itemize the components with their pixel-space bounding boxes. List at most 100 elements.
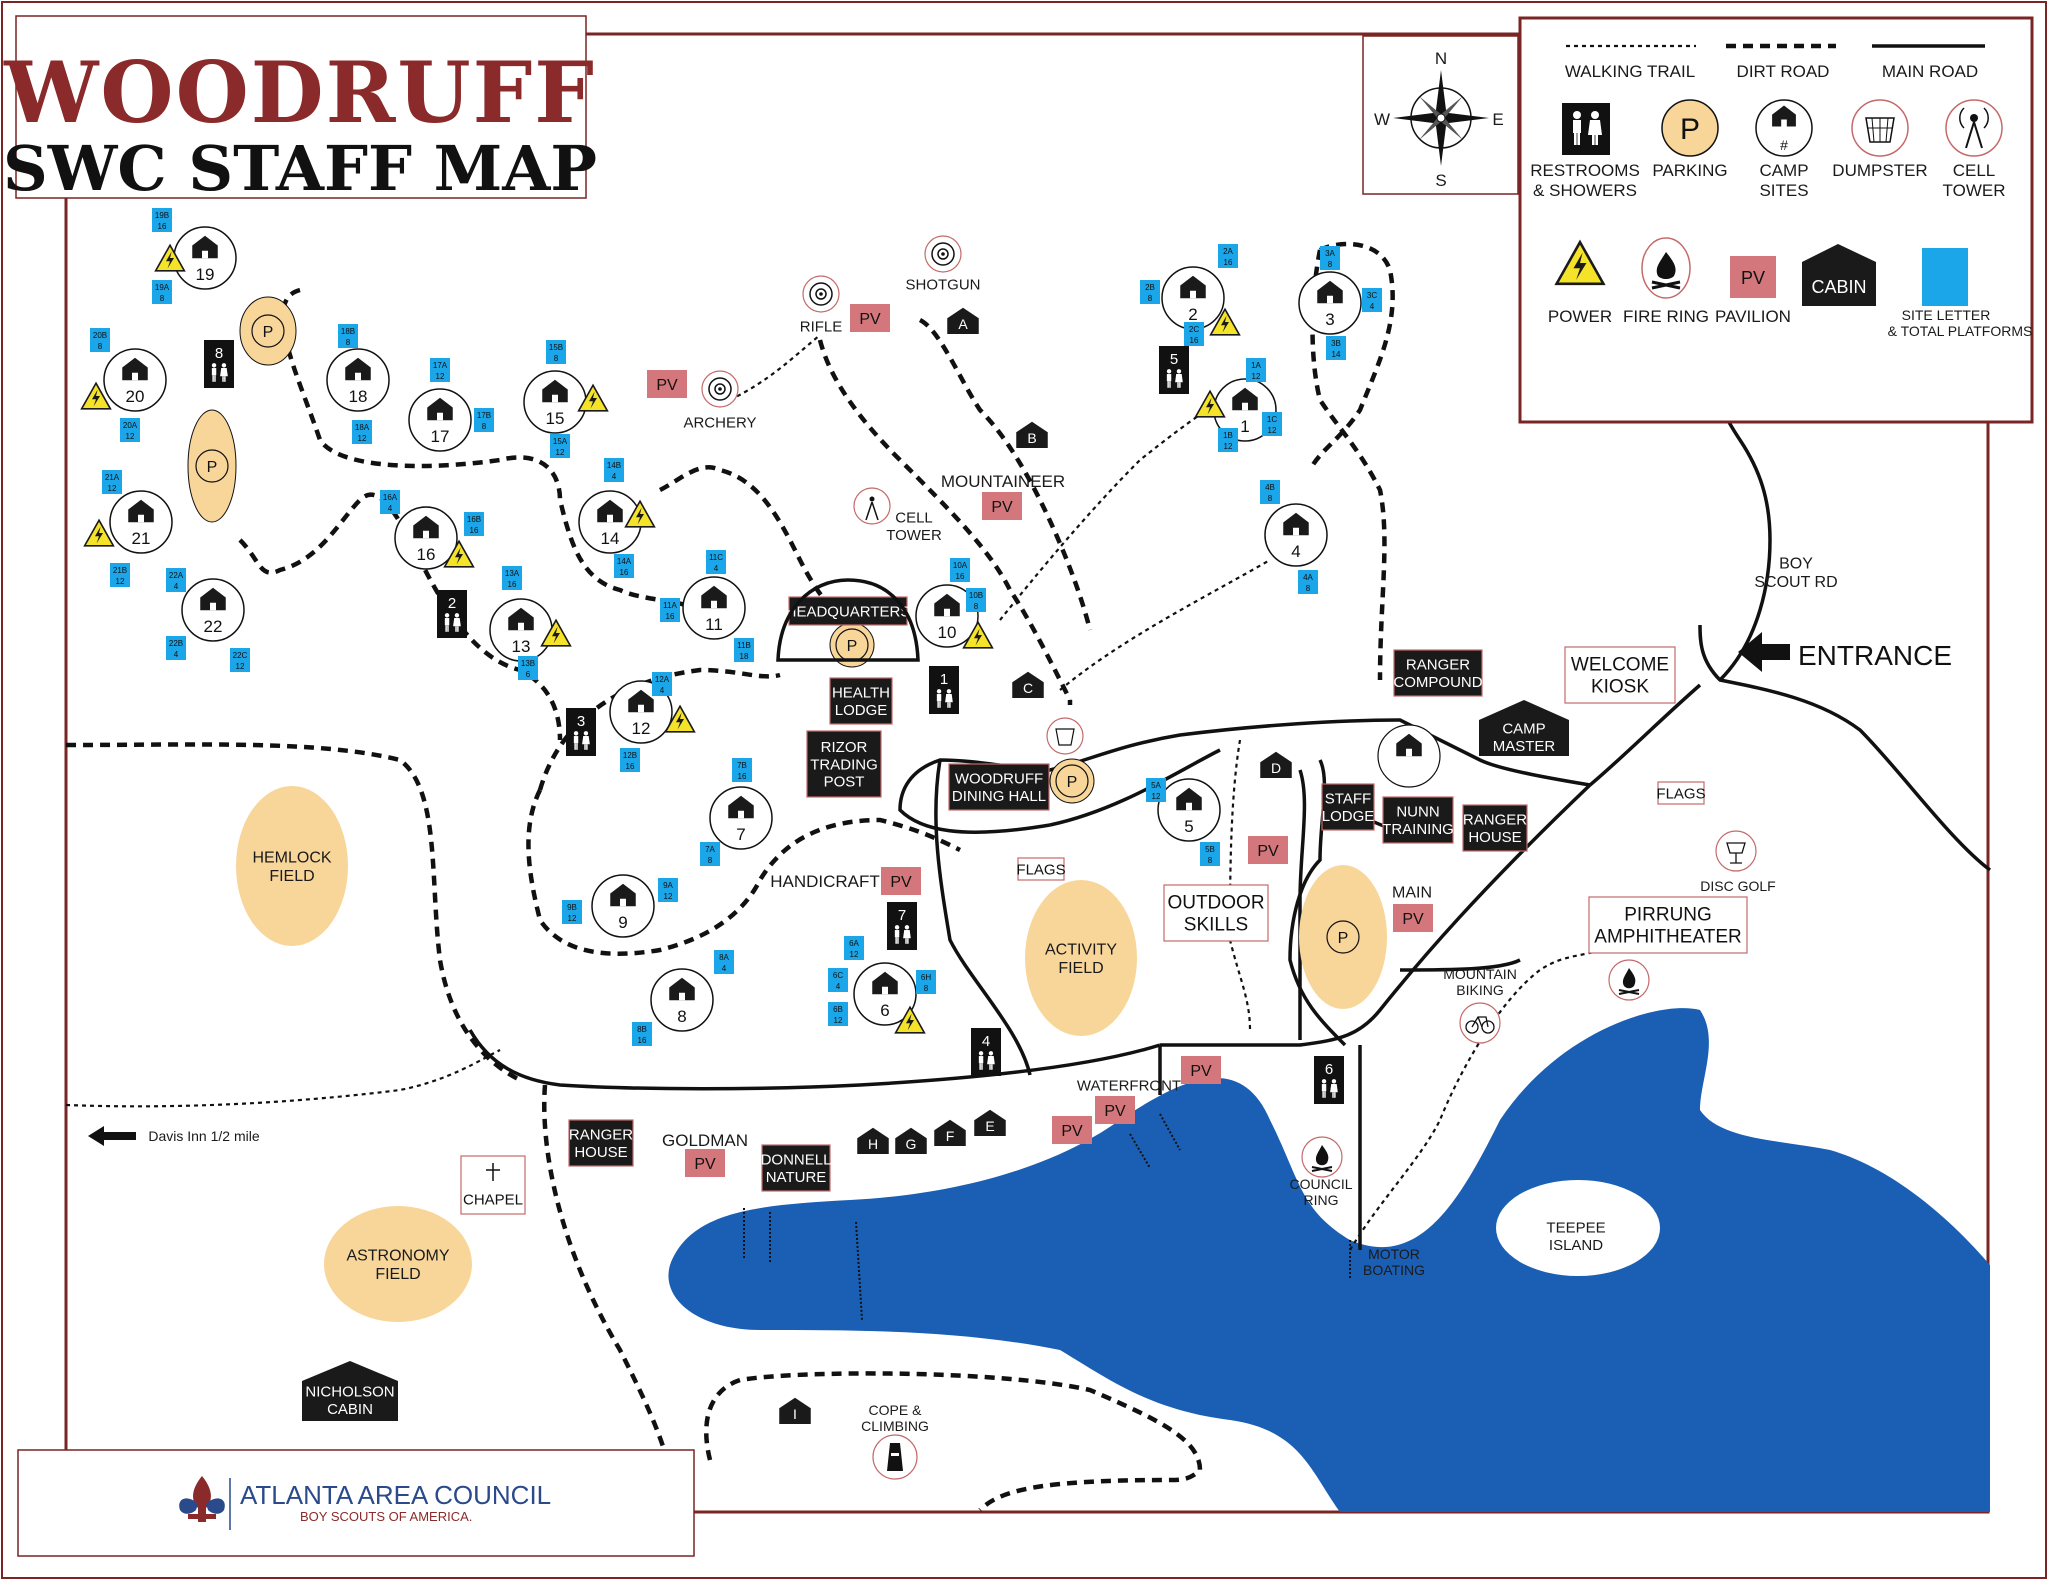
map-label-text-line: GOLDMAN [662,1131,748,1150]
site-tag-letter: 18A [355,423,370,432]
site-tag-count: 6 [526,670,531,679]
campsite-number: 16 [417,545,436,564]
site-tag-count: 4 [388,504,393,513]
restroom: 4 [971,1028,1001,1076]
map-label: RIFLE [800,318,843,335]
site-tag-letter: 6B [833,1005,843,1014]
building-label-text-line: LODGE [1322,808,1375,825]
disc-golf-icon [1715,830,1757,872]
site-tag-letter: 2A [1223,247,1233,256]
field-label-line: HEMLOCK [252,849,331,866]
restroom-number: 6 [1325,1061,1333,1078]
site-letter: G [895,1127,927,1154]
cabin-label-text-line: MASTER [1493,738,1556,755]
compass-box: N S E W [1362,35,1519,195]
legend-dumpster: DUMPSTER [1832,161,1927,180]
map-label: SHOTGUN [906,276,981,293]
campsite-number: 8 [677,1007,686,1026]
site-tag-count: 4 [714,564,719,573]
campsite-number: 18 [349,387,368,406]
legend-pavilion-symbol: PV [1741,268,1765,288]
pavilion: PV [1095,1096,1135,1124]
site-tag-letter: 22B [169,639,183,648]
parking-icon [1661,99,1719,157]
map-label-text-line: RIFLE [800,318,843,335]
field-shape [324,1206,472,1322]
building-label-text-line: LODGE [835,702,888,719]
site-tag-letter: 3A [1325,249,1335,258]
campsite-number: 1 [1240,417,1249,436]
site-tag-letter: 12B [623,751,637,760]
campsite-number: 5 [1184,817,1193,836]
building-label-text-line: HEALTH [832,685,890,702]
map-label-text-line: BIKING [1456,982,1503,998]
campsite-number: 17 [431,427,450,446]
field-label-line: ACTIVITY [1045,941,1117,958]
site-letter-text: F [946,1128,955,1144]
site-tag-count: 12 [436,372,445,381]
site-tag-count: 16 [470,526,479,535]
site-tag-count: 8 [346,338,351,347]
site-tag-count: 16 [626,762,635,771]
pavilion: PV [850,304,890,332]
parking-symbol: P [207,459,218,476]
site-tag-letter: 7A [705,845,715,854]
site-tag-letter: 5A [1151,781,1161,790]
site-tag-letter: 20A [123,421,138,430]
campsite-number: 22 [204,617,223,636]
cell-tower-icon [853,487,891,525]
site-tag-count: 16 [956,572,965,581]
site-tag-count: 4 [660,686,665,695]
outlined-label: CHAPEL [460,1155,526,1215]
site-tag-letter: 17B [477,411,491,420]
legend-parking-symbol: P [1680,113,1700,146]
building-label-text-line: TRAINING [1382,821,1454,838]
restroom-number: 4 [982,1033,990,1050]
field-shape [1025,880,1137,1036]
pavilion-symbol: PV [991,499,1013,516]
pavilion-symbol: PV [656,377,678,394]
site-tag-letter: 4B [1265,483,1275,492]
outlined-label-text-line: FLAGS [1016,861,1065,878]
pavilion-symbol: PV [1190,1063,1212,1080]
pavilion-symbol: PV [1257,843,1279,860]
site-tag: 5B8 [1200,842,1220,866]
footer-box: ATLANTA AREA COUNCIL BOY SCOUTS OF AMERI… [17,1449,695,1557]
legend-cell-tower-1: CELL [1953,161,1996,180]
site-letter-text: G [906,1136,917,1152]
map-label-text-line: COPE & [869,1402,923,1418]
map-label-text-line: BOY [1779,555,1813,572]
map-label: Davis Inn 1/2 mile [148,1128,259,1144]
site-letter: F [934,1119,966,1146]
compass-n: N [1435,49,1447,68]
map-label-text-line: MAIN [1392,885,1432,902]
site-tag-count: 4 [836,982,841,991]
site-tag-letter: 15A [553,437,568,446]
site-tag-letter: 5B [1205,845,1215,854]
site-tag-letter: 22C [233,651,248,660]
campsite-number: 21 [132,529,151,548]
site-letter: B [1016,421,1048,448]
site-tag-letter: 2B [1145,283,1155,292]
map-label: MOUNTAINEER [941,472,1065,491]
site-tag: 2B8 [1140,280,1160,304]
